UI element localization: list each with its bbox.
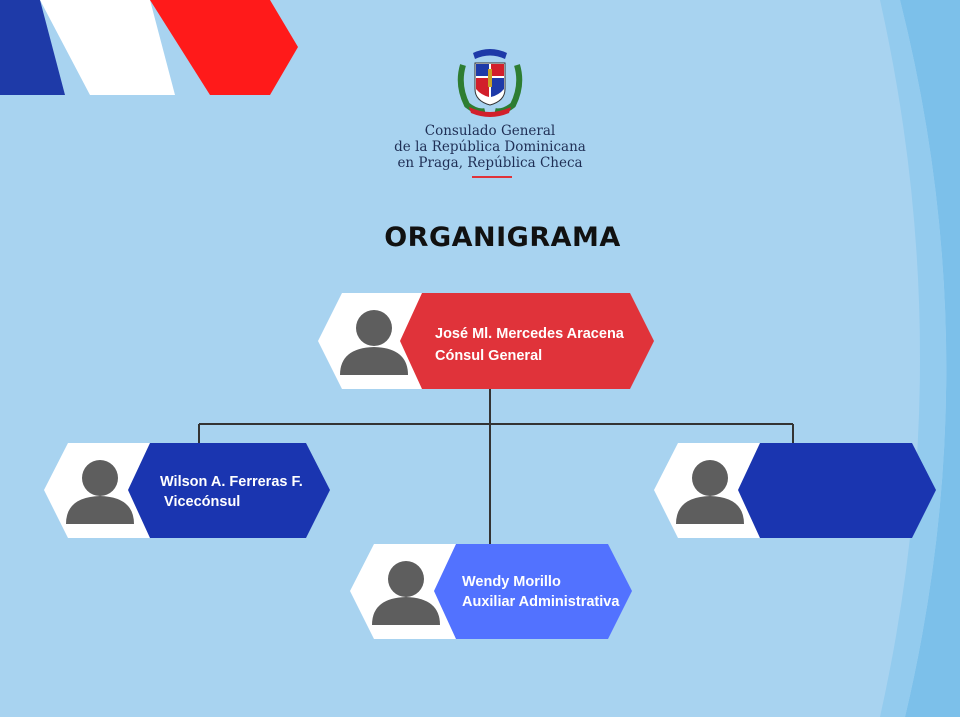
assistant-role: Auxiliar Administrativa: [462, 594, 620, 610]
consul-name: José Ml. Mercedes Aracena: [435, 326, 624, 342]
consulate-underline: [472, 176, 512, 178]
consulate-line-1: Consulado General: [424, 123, 556, 139]
flag-blue-stripe: [0, 0, 65, 95]
org-connector-lines: [198, 388, 794, 545]
vice-consul-name: Wilson A. Ferreras F.: [160, 474, 303, 490]
consulate-line-3: en Praga, República Checa: [397, 155, 583, 171]
vice-consul-role: Vicecónsul: [160, 494, 241, 510]
consul-role: Cónsul General: [435, 348, 543, 364]
flag-red-stripe: [150, 0, 298, 95]
consul-text: José Ml. Mercedes Aracena Cónsul General: [435, 323, 624, 367]
org-node-vacant: [654, 443, 936, 538]
page-title: ORGANIGRAMA: [384, 222, 621, 253]
org-node-assistant: [350, 544, 632, 639]
person-avatar-icon: [340, 310, 408, 375]
consulate-line-2: de la República Dominicana: [394, 139, 586, 155]
org-node-vice-consul: [44, 443, 330, 538]
person-avatar-icon: [66, 460, 134, 524]
flag-white-stripe: [40, 0, 175, 95]
assistant-name: Wendy Morillo: [462, 574, 561, 590]
vice-consul-text: Wilson A. Ferreras F. Vicecónsul: [160, 472, 303, 512]
person-avatar-icon: [676, 460, 744, 524]
assistant-text: Wendy Morillo Auxiliar Administrativa: [462, 572, 619, 612]
person-avatar-icon: [372, 561, 440, 625]
consulate-name: Consulado General de la República Domini…: [380, 123, 600, 171]
coat-of-arms-icon: [457, 49, 523, 117]
org-node-consul: [318, 293, 654, 389]
